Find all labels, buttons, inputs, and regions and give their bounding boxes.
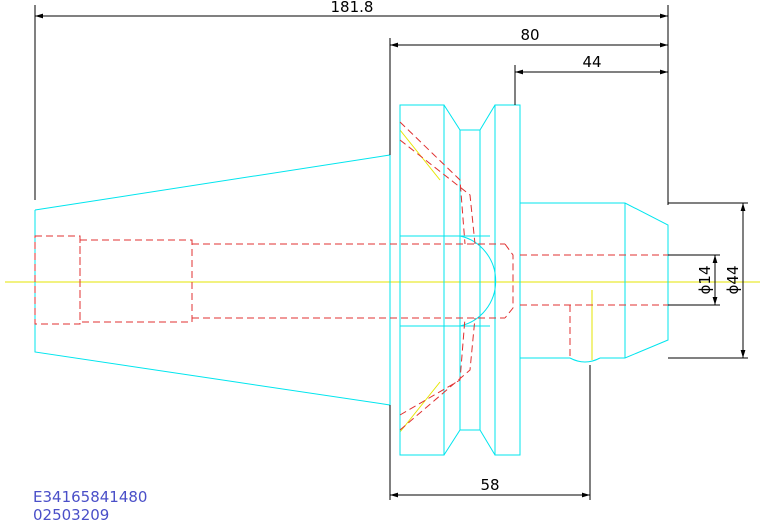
- dimension-lines: [34, 5, 748, 500]
- dim-bottom-length: 58: [480, 476, 499, 494]
- dimension-labels: 181.8 80 44 58 ϕ14 ϕ44: [331, 0, 742, 494]
- part-number: E34165841480: [33, 488, 147, 506]
- centerline: [5, 129, 760, 433]
- dim-shank-diameter: ϕ44: [724, 266, 742, 295]
- dim-flange-to-end: 80: [520, 26, 539, 44]
- dim-shank-length: 44: [582, 53, 601, 71]
- dim-overall-length: 181.8: [331, 0, 374, 16]
- dim-bore-diameter: ϕ14: [696, 266, 714, 295]
- hidden-lines: [34, 121, 668, 431]
- drawing-codes: E34165841480 02503209: [33, 488, 147, 523]
- tool-outline: [34, 104, 669, 456]
- serial-number: 02503209: [33, 506, 109, 523]
